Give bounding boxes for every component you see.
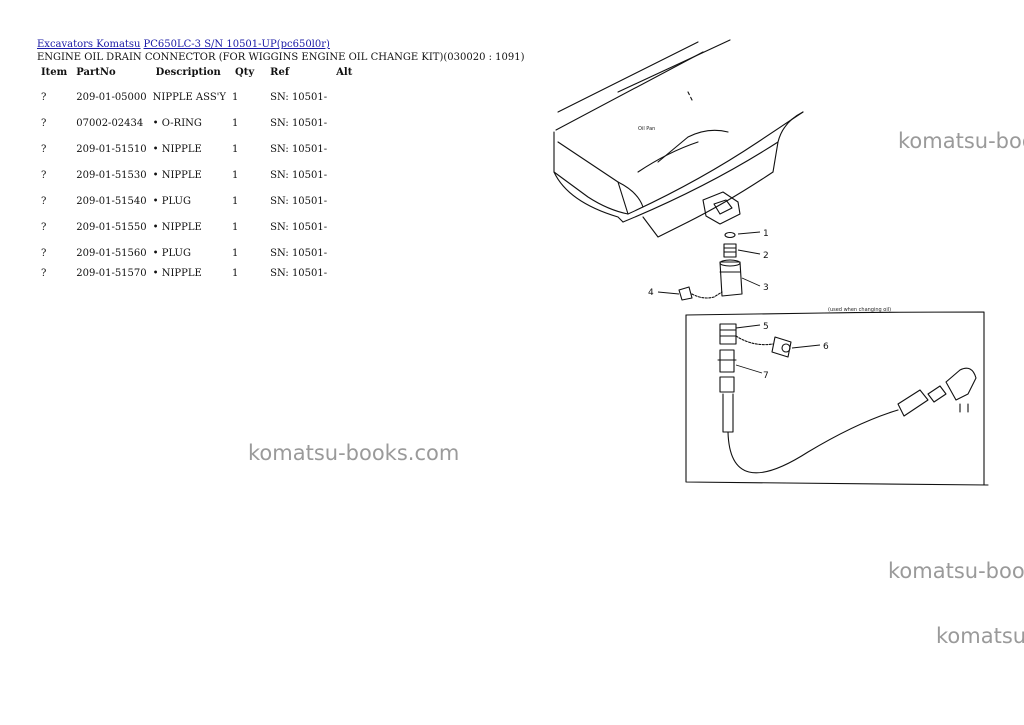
column-header-description: Description	[155, 67, 221, 78]
cell-alt	[331, 86, 356, 112]
cell-ref: SN: 10501-	[270, 268, 328, 279]
cell-item: ?	[41, 248, 47, 259]
cell-qty: 1	[232, 222, 239, 233]
cell-ref: SN: 10501-	[270, 170, 328, 181]
cell-description: • NIPPLE	[152, 268, 202, 279]
cell-qty: 1	[232, 248, 239, 259]
cell-qty: 1	[232, 196, 239, 207]
page-title: ENGINE OIL DRAIN CONNECTOR (FOR WIGGINS …	[37, 52, 525, 63]
cell-description: NIPPLE ASS'Y	[152, 92, 227, 103]
watermark: komatsu-books.com	[898, 129, 1024, 153]
table-header-row: Item PartNo Description Qty Ref Alt	[36, 65, 356, 86]
table-row: ? 209-01-51510 • NIPPLE 1 SN: 10501-	[36, 138, 356, 164]
cell-qty: 1	[232, 170, 239, 181]
watermark: komatsu-books.com	[248, 441, 460, 465]
cell-alt	[331, 262, 356, 282]
column-header-ref: Ref	[270, 67, 290, 78]
cell-ref: SN: 10501-	[270, 92, 328, 103]
cell-item: ?	[41, 222, 47, 233]
cell-partno: 209-01-51570	[76, 268, 147, 279]
cell-description: • NIPPLE	[152, 144, 202, 155]
cell-partno: 209-01-51510	[76, 144, 147, 155]
column-header-partno: PartNo	[76, 67, 116, 78]
watermark: komatsu-books.com	[888, 559, 1024, 583]
table-row: ? 209-01-51530 • NIPPLE 1 SN: 10501-	[36, 164, 356, 190]
used-when-changing-oil-label: (used when changing oil)	[828, 307, 891, 313]
callout-7: 7	[763, 371, 769, 381]
cell-alt	[331, 164, 356, 190]
cell-item: ?	[41, 170, 47, 181]
cell-ref: SN: 10501-	[270, 248, 328, 259]
watermark: komatsu-books.com	[936, 624, 1024, 648]
callout-3: 3	[763, 283, 769, 293]
cell-description: • PLUG	[152, 248, 191, 259]
breadcrumb-link-category[interactable]: Excavators Komatsu	[37, 39, 141, 50]
callout-5: 5	[763, 322, 769, 332]
column-header-qty: Qty	[235, 67, 255, 78]
cell-qty: 1	[232, 144, 239, 155]
cell-ref: SN: 10501-	[270, 196, 328, 207]
cell-qty: 1	[232, 268, 239, 279]
cell-partno: 209-01-51540	[76, 196, 147, 207]
table-row: ? 209-01-05000 NIPPLE ASS'Y 1 SN: 10501-	[36, 86, 356, 112]
cell-ref: SN: 10501-	[270, 118, 328, 129]
callout-6: 6	[823, 342, 829, 352]
cell-ref: SN: 10501-	[270, 222, 328, 233]
parts-diagram: 1 2 3 4 5 6 7 Oil Pan (used when changin…	[548, 32, 994, 492]
table-row: ? 209-01-51540 • PLUG 1 SN: 10501-	[36, 190, 356, 216]
cell-item: ?	[41, 92, 47, 103]
cell-partno: 209-01-51560	[76, 248, 147, 259]
cell-partno: 209-01-05000	[76, 92, 147, 103]
breadcrumb-link-model[interactable]: PC650LC-3 S/N 10501-UP(pc650l0r)	[143, 39, 330, 50]
cell-alt	[331, 112, 356, 138]
parts-diagram-drawing: 1 2 3 4 5 6 7 Oil Pan (used when changin…	[553, 39, 989, 486]
callout-4: 4	[648, 288, 654, 298]
cell-description: • O-RING	[152, 118, 202, 129]
cell-item: ?	[41, 268, 47, 279]
callout-1: 1	[763, 229, 769, 239]
column-header-item: Item	[41, 67, 68, 78]
cell-description: • NIPPLE	[152, 170, 202, 181]
column-header-alt: Alt	[336, 67, 353, 78]
cell-alt	[331, 190, 356, 216]
cell-partno: 209-01-51530	[76, 170, 147, 181]
table-row: ? 209-01-51570 • NIPPLE 1 SN: 10501-	[36, 262, 356, 282]
parts-table: Item PartNo Description Qty Ref Alt ? 20…	[36, 65, 356, 282]
cell-description: • NIPPLE	[152, 222, 202, 233]
cell-ref: SN: 10501-	[270, 144, 328, 155]
callout-2: 2	[763, 251, 769, 261]
cell-description: • PLUG	[152, 196, 191, 207]
table-row: ? 209-01-51560 • PLUG 1 SN: 10501-	[36, 242, 356, 262]
cell-qty: 1	[232, 118, 239, 129]
cell-alt	[331, 242, 356, 262]
cell-item: ?	[41, 144, 47, 155]
cell-item: ?	[41, 118, 47, 129]
cell-partno: 07002-02434	[76, 118, 144, 129]
table-row: ? 07002-02434 • O-RING 1 SN: 10501-	[36, 112, 356, 138]
cell-item: ?	[41, 196, 47, 207]
cell-alt	[331, 216, 356, 242]
cell-qty: 1	[232, 92, 239, 103]
cell-alt	[331, 138, 356, 164]
table-row: ? 209-01-51550 • NIPPLE 1 SN: 10501-	[36, 216, 356, 242]
cell-partno: 209-01-51550	[76, 222, 147, 233]
oil-pan-label: Oil Pan	[638, 126, 655, 132]
